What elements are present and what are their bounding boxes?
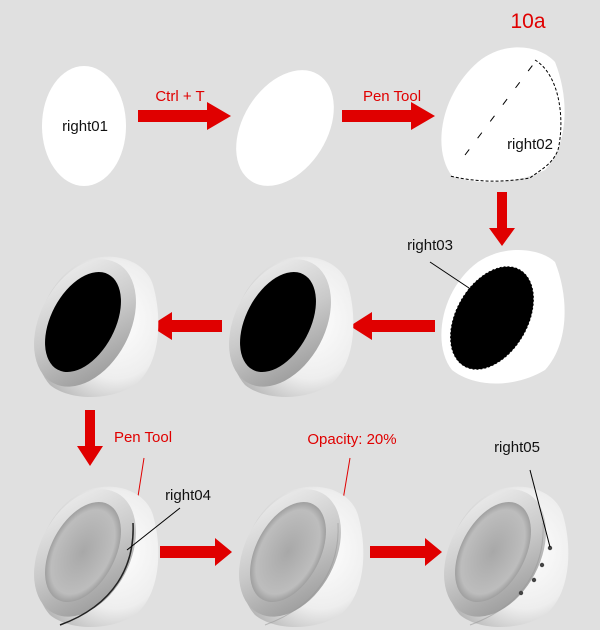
step-title: 10a	[510, 10, 545, 33]
label-right03: right03	[407, 237, 453, 254]
label-right05: right05	[494, 439, 540, 456]
arrow-right-4	[370, 538, 442, 566]
speaker-right05	[444, 486, 569, 627]
arrow-down-2	[77, 410, 103, 466]
speaker-with-rim-2	[34, 256, 159, 398]
label-pen-tool-1: Pen Tool	[363, 88, 421, 105]
arrow-right-3	[160, 538, 232, 566]
label-right01: right01	[62, 118, 108, 135]
arrow-right-1	[138, 102, 231, 130]
speaker-opacity	[239, 486, 364, 627]
hole-dot	[518, 590, 524, 596]
pointer-right04	[126, 507, 181, 551]
shape-right03	[441, 249, 565, 384]
label-right02: right02	[507, 136, 553, 153]
oval-right01	[42, 66, 126, 186]
label-right04: right04	[165, 487, 211, 504]
pointer-right03	[429, 261, 473, 291]
arrow-left-1	[350, 312, 435, 340]
oval-transformed	[236, 70, 334, 186]
label-opacity: Opacity: 20%	[307, 431, 396, 448]
label-pen-tool-2: Pen Tool	[114, 429, 172, 446]
speaker-with-rim-1	[229, 256, 354, 398]
arrow-right-2	[342, 102, 435, 130]
hole-dot	[539, 562, 545, 568]
hole-dot	[531, 577, 537, 583]
speaker-right04	[34, 486, 159, 627]
arrow-down-1	[489, 192, 515, 246]
label-ctrl-t: Ctrl + T	[155, 88, 204, 105]
shape-right02	[441, 47, 565, 183]
hole-dot	[547, 545, 553, 551]
pointer-right05	[529, 469, 551, 548]
arrow-left-2	[150, 312, 222, 340]
